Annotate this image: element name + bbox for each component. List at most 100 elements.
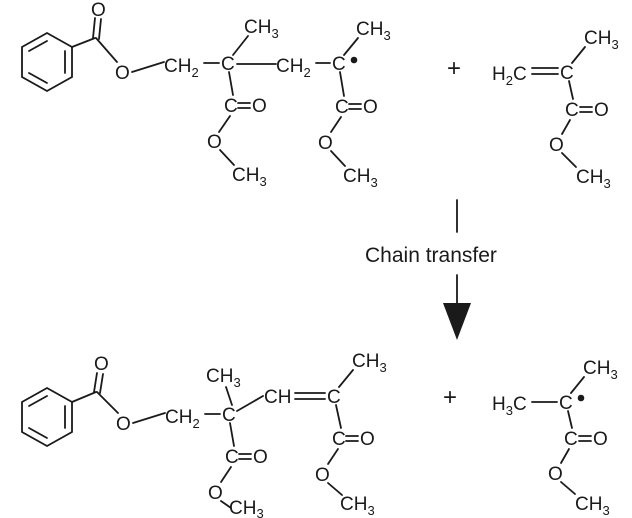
methyl-bond <box>338 369 354 388</box>
ester-carbon: C <box>224 96 238 117</box>
radical-carbon: C <box>332 54 346 75</box>
subscript-2: 2 <box>191 65 198 80</box>
h-label: H <box>492 394 506 415</box>
methoxy-methyl: CH3 <box>576 167 611 191</box>
aromatic-inner-bond <box>28 395 48 407</box>
ch-label: CH <box>164 56 191 77</box>
methoxy-methyl: CH3 <box>575 494 610 518</box>
ring-to-carbonyl-bond <box>71 391 97 403</box>
ester-carbonyl-oxygen: O <box>594 100 609 121</box>
methoxy-bond <box>219 149 235 166</box>
product-dead-polymer: O O CH2 C CH3 C O O CH3 CH C CH3 C O O C… <box>21 351 387 518</box>
vinyl-carbon: C <box>327 387 341 408</box>
ester-branch-bond <box>568 80 574 100</box>
ester-branch-bond <box>567 410 573 429</box>
methoxy-oxygen: O <box>315 465 330 486</box>
subscript-2: 2 <box>192 416 199 431</box>
methyl-bond <box>571 46 586 64</box>
subscript-2: 2 <box>303 65 310 80</box>
chain-transfer-label: Chain transfer <box>365 244 497 267</box>
ester-branch-bond <box>335 404 342 429</box>
reaction-arrow: Chain transfer <box>365 199 497 340</box>
quaternary-carbon: C <box>222 405 236 426</box>
methyl-group: CH3 <box>206 366 241 390</box>
c-label: C <box>513 64 527 85</box>
radical-carbon: C <box>559 393 573 414</box>
methoxy-methyl: CH3 <box>340 494 375 518</box>
methoxy-oxygen: O <box>208 483 223 504</box>
subscript-3: 3 <box>602 503 609 518</box>
carbonyl-double-bond <box>99 373 104 394</box>
ch-label: CH <box>352 351 379 372</box>
ester-oxygen-bond <box>218 115 231 133</box>
ester-bond <box>95 37 118 63</box>
carbonyl-double-bond <box>92 17 96 39</box>
ester-oxygen: O <box>115 63 130 84</box>
plus-sign: + <box>443 384 457 411</box>
methyl-group: H3C <box>492 394 527 418</box>
ester-oxygen-bond <box>330 116 342 133</box>
methoxy-oxygen: O <box>549 135 564 156</box>
methyl-bond <box>232 35 249 56</box>
ring-to-carbonyl-bond <box>71 37 96 48</box>
methyl-group: CH3 <box>583 358 618 382</box>
methoxy-oxygen: O <box>207 132 222 153</box>
ch-label: CH <box>276 56 303 77</box>
aromatic-inner-bond <box>28 427 48 439</box>
ester-carbon: C <box>225 447 239 468</box>
methoxy-methyl: CH3 <box>232 165 267 189</box>
methyl-bond <box>225 386 233 406</box>
alpha-carbon: C <box>560 63 574 84</box>
methyl-group: CH3 <box>584 28 619 52</box>
radical-dot <box>577 394 585 402</box>
methoxy-bond <box>327 482 343 496</box>
carbonyl-oxygen: O <box>91 0 106 21</box>
subscript-3: 3 <box>259 174 266 189</box>
subscript-3: 3 <box>370 175 377 190</box>
ester-branch-bond <box>339 71 345 97</box>
subscript-3: 3 <box>603 176 610 191</box>
c-label: C <box>513 394 527 415</box>
plus-sign: + <box>447 55 461 82</box>
subscript-3: 3 <box>610 367 617 382</box>
reactant-polymer-radical: O O CH2 C CH3 C O O CH3 CH2 C CH3 C O <box>21 0 391 190</box>
ester-branch-bond <box>228 71 234 96</box>
methyl-bond <box>343 37 359 56</box>
methylene-group: CH2 <box>165 407 200 431</box>
methoxy-oxygen: O <box>318 133 333 154</box>
methyl-bond <box>570 376 585 394</box>
subscript-2: 2 <box>506 73 513 88</box>
aromatic-inner-bond <box>28 72 48 84</box>
ester-oxygen-bond <box>327 448 339 465</box>
methoxy-bond <box>220 500 232 509</box>
ester-carbon: C <box>564 429 578 450</box>
subscript-3: 3 <box>271 26 278 41</box>
ch-label: CH <box>206 366 233 387</box>
methyl-group: CH3 <box>244 17 279 41</box>
monomer-methyl-methacrylate: H2C C CH3 C O O CH3 <box>492 28 619 191</box>
oxygen-methylene-bond <box>131 61 165 73</box>
ester-oxygen: O <box>116 414 131 435</box>
ch-label: CH <box>229 498 256 518</box>
ch-label: CH <box>576 167 603 188</box>
benzene-ring-top <box>21 31 73 93</box>
ester-oxygen-bond <box>220 466 232 483</box>
methoxy-oxygen: O <box>548 464 563 485</box>
ch-label: CH <box>356 19 383 40</box>
quaternary-carbon: C <box>221 54 235 75</box>
ester-carbon: C <box>335 97 349 118</box>
carbonyl-oxygen: O <box>94 354 109 375</box>
methoxy-methyl: CH3 <box>343 166 378 190</box>
arrowhead <box>443 303 471 340</box>
ester-branch-bond <box>229 422 235 447</box>
aromatic-inner-bond <box>28 40 48 52</box>
ester-carbon: C <box>332 429 346 450</box>
subscript-3: 3 <box>256 506 263 518</box>
ester-carbonyl-oxygen: O <box>360 429 375 450</box>
ester-carbon-letter: C <box>224 96 238 117</box>
methoxy-bond <box>561 152 577 168</box>
ch-label: CH <box>340 494 367 515</box>
ester-carbonyl-oxygen: O <box>363 97 378 118</box>
ester-carbon: C <box>565 100 579 121</box>
